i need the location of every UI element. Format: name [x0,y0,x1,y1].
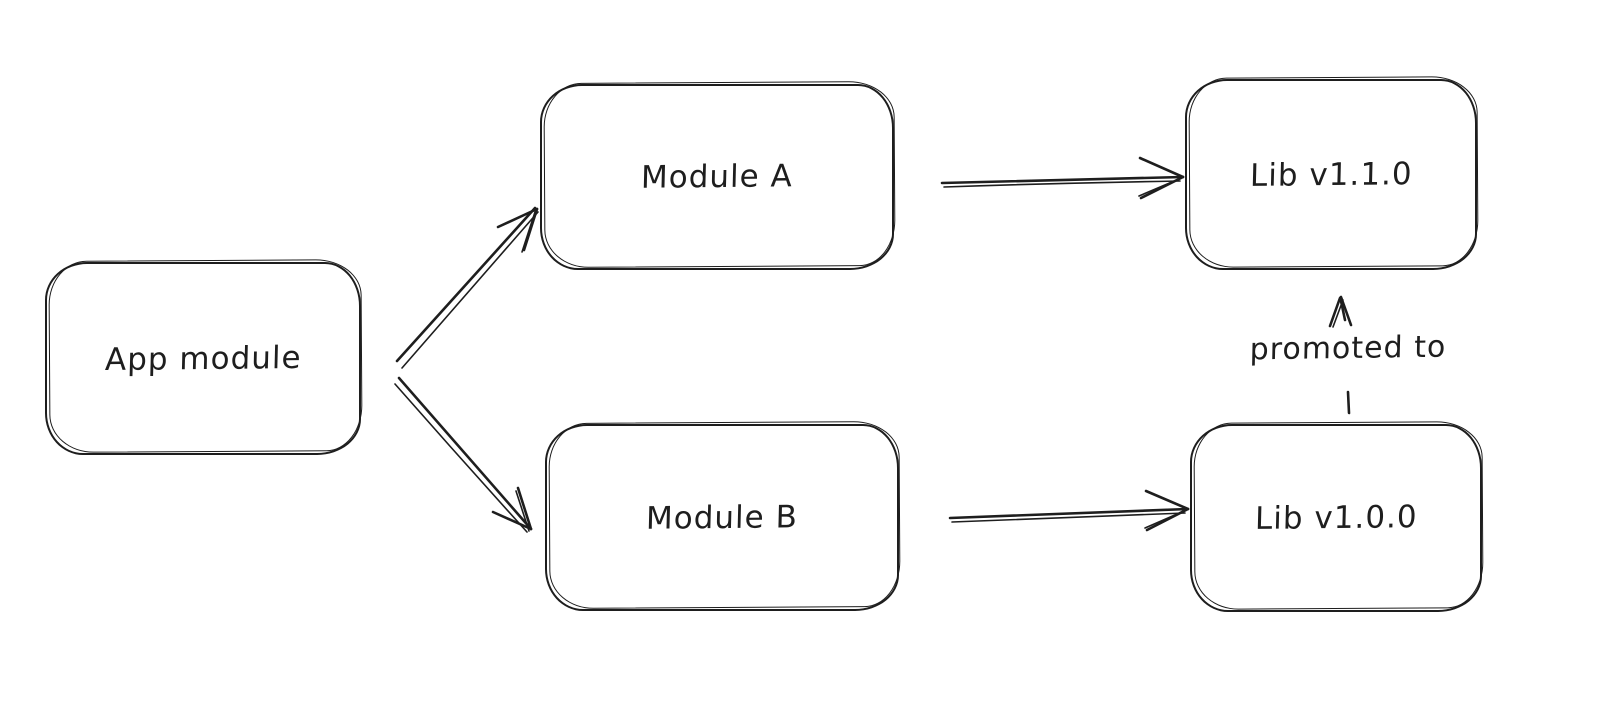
edge-app-to-module-b [394,376,533,533]
node-lib-v110: Lib v1.1.0 [1185,79,1477,270]
edge-module-a-to-lib110 [940,156,1185,200]
node-lib-v100-label: Lib v1.0.0 [1254,499,1418,537]
node-app-module-label: App module [104,339,302,378]
node-app-module: App module [45,262,361,455]
node-module-a: Module A [540,84,894,270]
node-module-b: Module B [545,424,899,611]
edge-app-to-module-a [395,206,539,369]
node-lib-v110-label: Lib v1.1.0 [1249,155,1413,194]
node-module-a-label: Module A [640,158,794,196]
edge-promoted-to-label: promoted to [1227,329,1469,368]
edge-module-b-to-lib100 [948,489,1190,532]
node-lib-v100: Lib v1.0.0 [1190,424,1482,612]
node-module-b-label: Module B [645,498,799,537]
